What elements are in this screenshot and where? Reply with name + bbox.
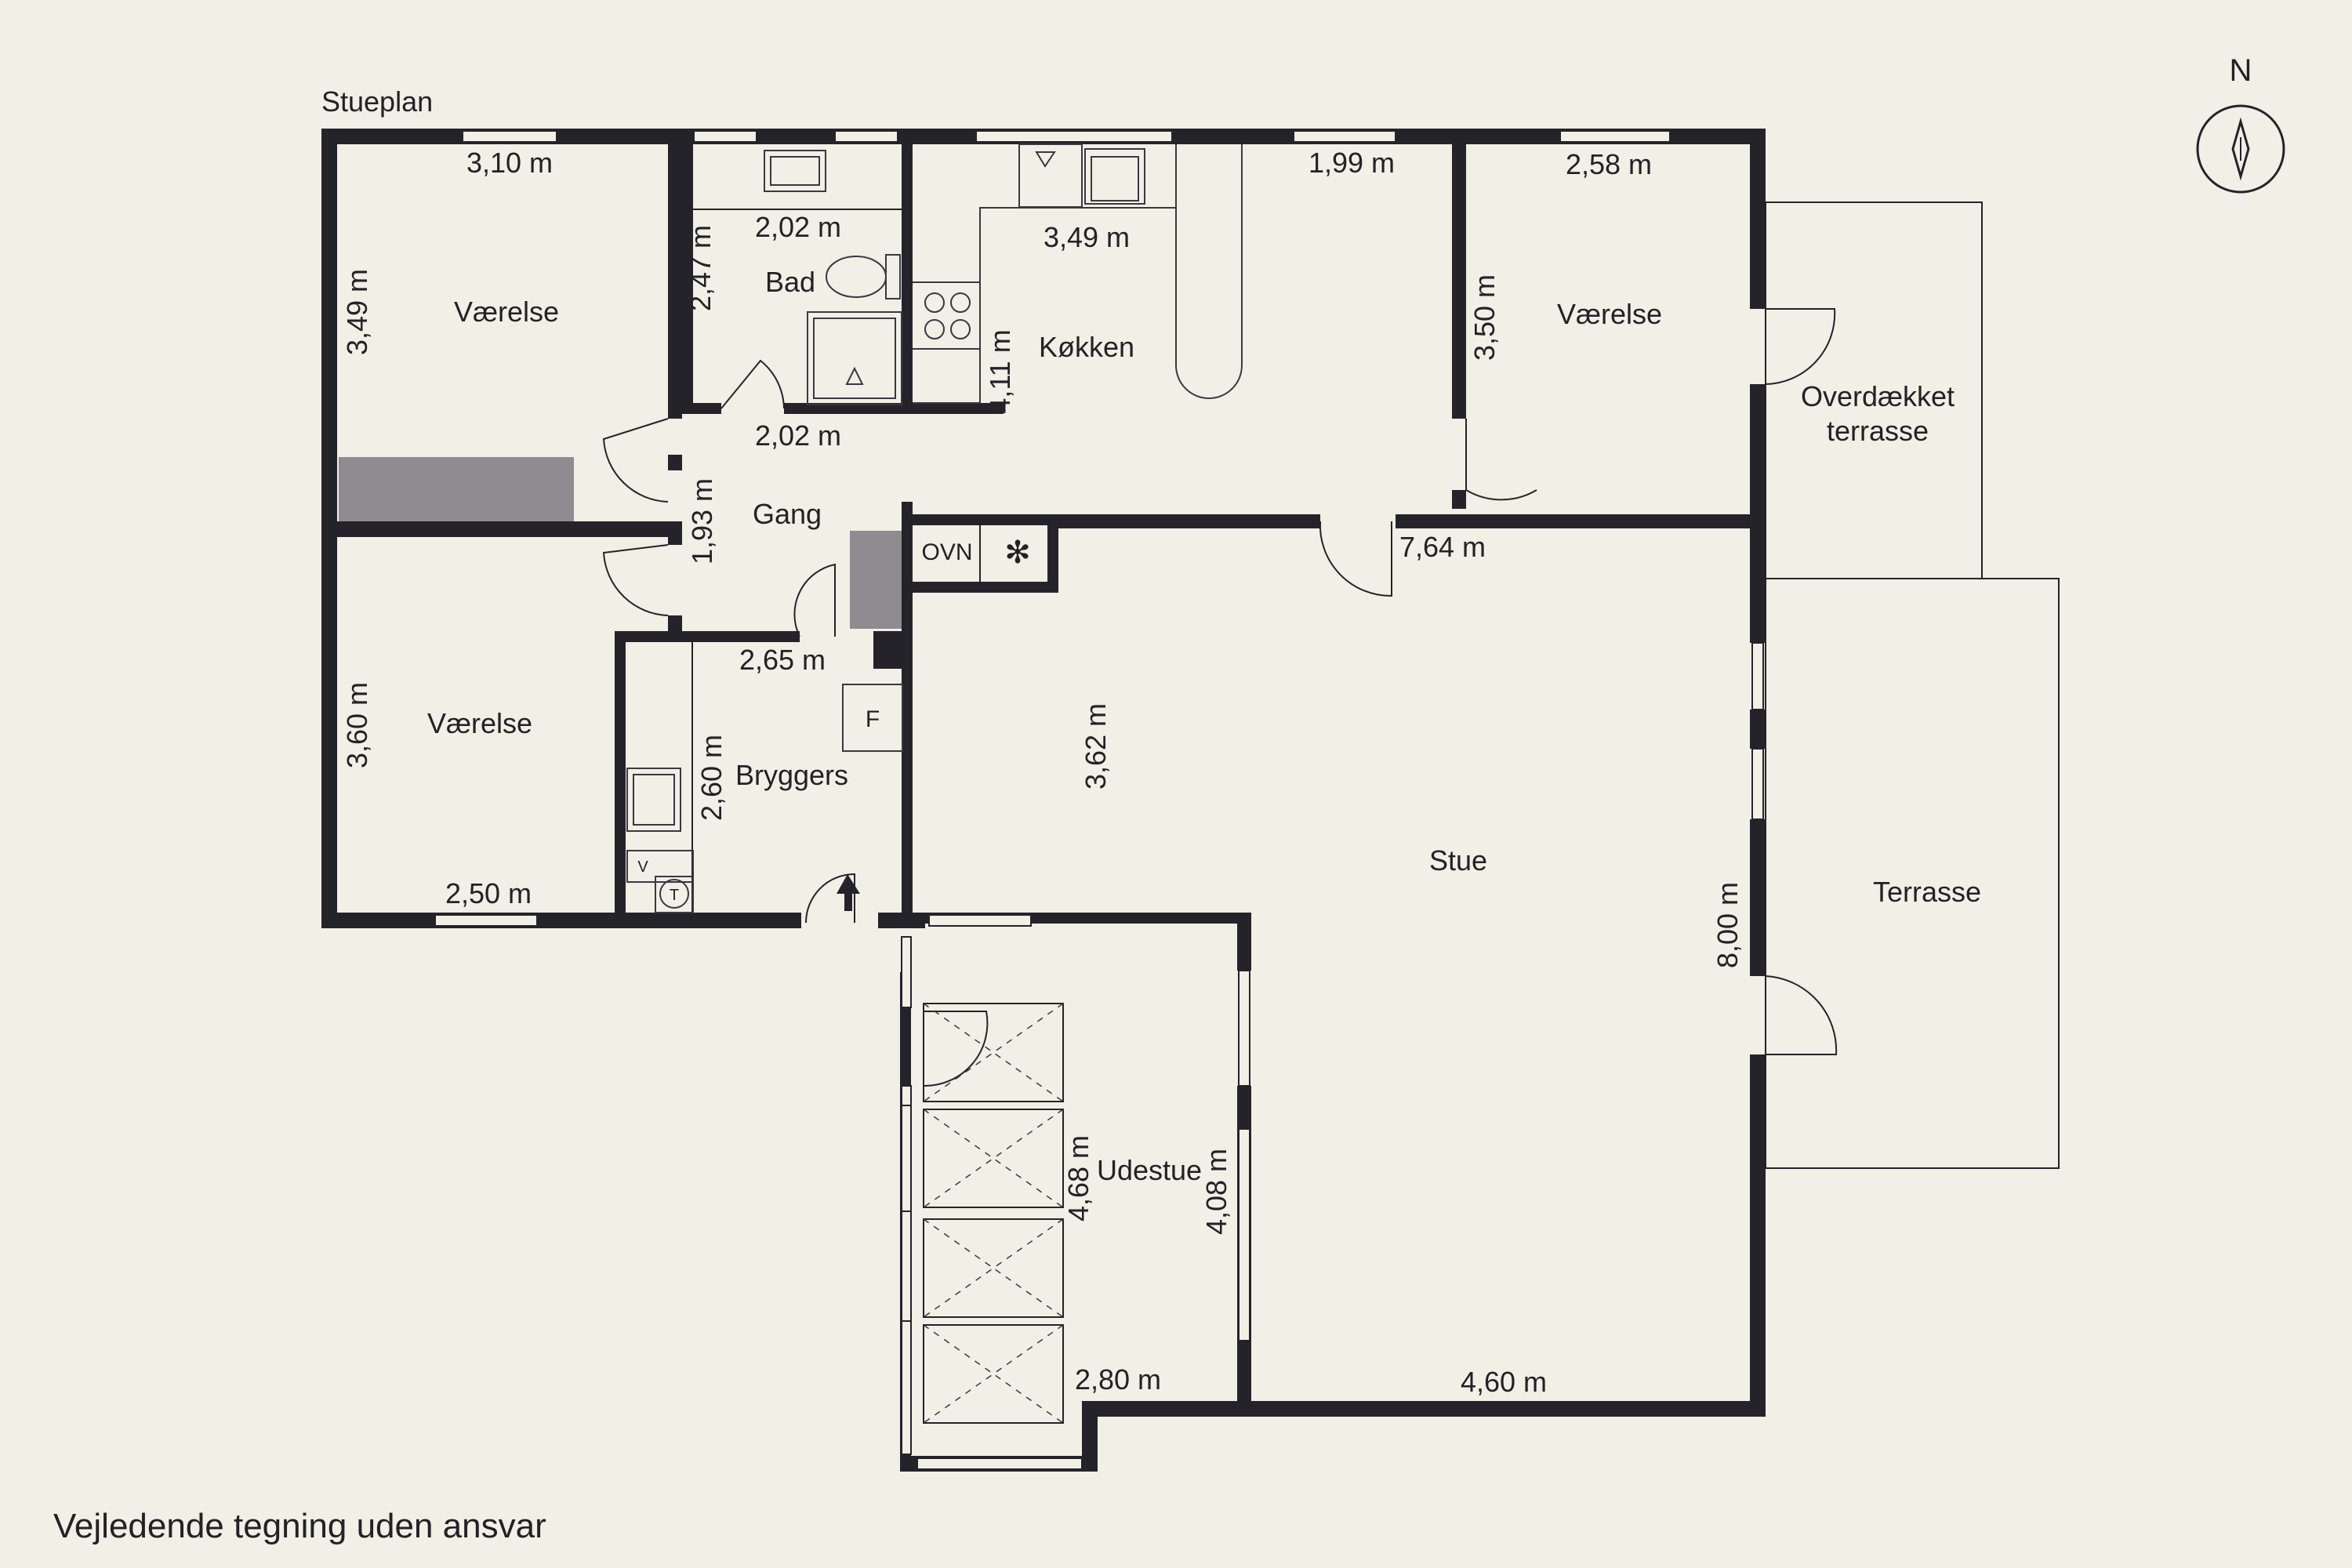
- room-label-udestue: Udestue: [1097, 1154, 1202, 1186]
- room-label-terrasse: Terrasse: [1873, 876, 1981, 908]
- dim-193: 1,93 m: [686, 478, 718, 564]
- doors: [602, 308, 1838, 1087]
- room-labels: Værelse Bad Køkken Værelse Overdækket te…: [427, 266, 1981, 1186]
- wardrobe-top-left: [339, 457, 574, 521]
- plan-title: Stueplan: [321, 85, 433, 118]
- udestue-skylights: [900, 1003, 1064, 1424]
- kitchen-sink-icon: [1084, 148, 1145, 205]
- dim-202-gang: 2,02 m: [755, 419, 841, 452]
- dim-250: 2,50 m: [445, 877, 532, 909]
- room-label-overdaekket-line1: Overdækket: [1801, 380, 1955, 412]
- stove-icon: [924, 292, 971, 339]
- disclaimer-text: Vejledende tegning uden ansvar: [53, 1507, 546, 1545]
- entrance-arrow-head: [837, 874, 860, 911]
- bryggers-fixtures: [626, 642, 903, 913]
- dim-411: 4,11 m: [984, 329, 1016, 413]
- room-label-bryggers: Bryggers: [735, 759, 848, 791]
- shower-icon: [807, 311, 902, 405]
- kitchen-fixtures: [913, 143, 1243, 404]
- f-box-label: F: [866, 706, 880, 732]
- windows: [434, 130, 1764, 1470]
- dim-280: 2,80 m: [1075, 1363, 1161, 1396]
- dim-202-bath-top: 2,02 m: [755, 211, 841, 243]
- dim-362: 3,62 m: [1080, 703, 1112, 789]
- dim-349-left: 3,49 m: [341, 269, 373, 355]
- room-label-koekken: Køkken: [1039, 331, 1134, 363]
- toilet-icon: [826, 256, 887, 298]
- compass-north-label: N: [2230, 53, 2252, 88]
- room-label-stue: Stue: [1429, 844, 1487, 877]
- dim-408: 4,08 m: [1200, 1149, 1232, 1235]
- dim-199: 1,99 m: [1308, 147, 1395, 179]
- dim-260: 2,60 m: [695, 735, 728, 821]
- room-label-vaerelse-top-right: Værelse: [1557, 298, 1662, 330]
- dim-349-kitchen: 3,49 m: [1044, 221, 1130, 253]
- wardrobe-gang: [850, 531, 905, 629]
- dryer-label: T: [670, 887, 679, 904]
- dim-468: 4,68 m: [1062, 1135, 1094, 1221]
- dim-460: 4,60 m: [1461, 1366, 1547, 1398]
- room-label-vaerelse-bottom-left: Værelse: [427, 707, 532, 739]
- room-label-gang: Gang: [753, 498, 822, 530]
- dryer-icon: [655, 876, 694, 913]
- dimension-labels: 3,10 m 2,02 m 3,49 m 1,99 m 2,58 m 2,02 …: [341, 147, 1744, 1398]
- room-label-overdaekket-line2: terrasse: [1827, 415, 1929, 447]
- bathroom-fixtures: [682, 150, 902, 405]
- terrace-outlines: [1765, 201, 2060, 1169]
- dim-764: 7,64 m: [1399, 531, 1486, 563]
- dim-265: 2,65 m: [739, 644, 826, 676]
- washer-label: V: [637, 858, 648, 876]
- walls: [321, 129, 1766, 1472]
- dim-360: 3,60 m: [341, 682, 373, 768]
- dim-350: 3,50 m: [1468, 274, 1501, 361]
- dim-247: 2,47 m: [684, 225, 717, 311]
- freezer-icon: ✻: [1004, 535, 1031, 570]
- f-box: [842, 684, 903, 752]
- dim-258: 2,58 m: [1566, 148, 1652, 180]
- room-label-vaerelse-top-left: Værelse: [454, 296, 559, 328]
- compass-icon: [2196, 104, 2285, 194]
- oven-label: OVN: [921, 539, 972, 565]
- room-label-bad: Bad: [765, 266, 815, 298]
- dim-310: 3,10 m: [466, 147, 553, 179]
- dim-800: 8,00 m: [1711, 882, 1744, 968]
